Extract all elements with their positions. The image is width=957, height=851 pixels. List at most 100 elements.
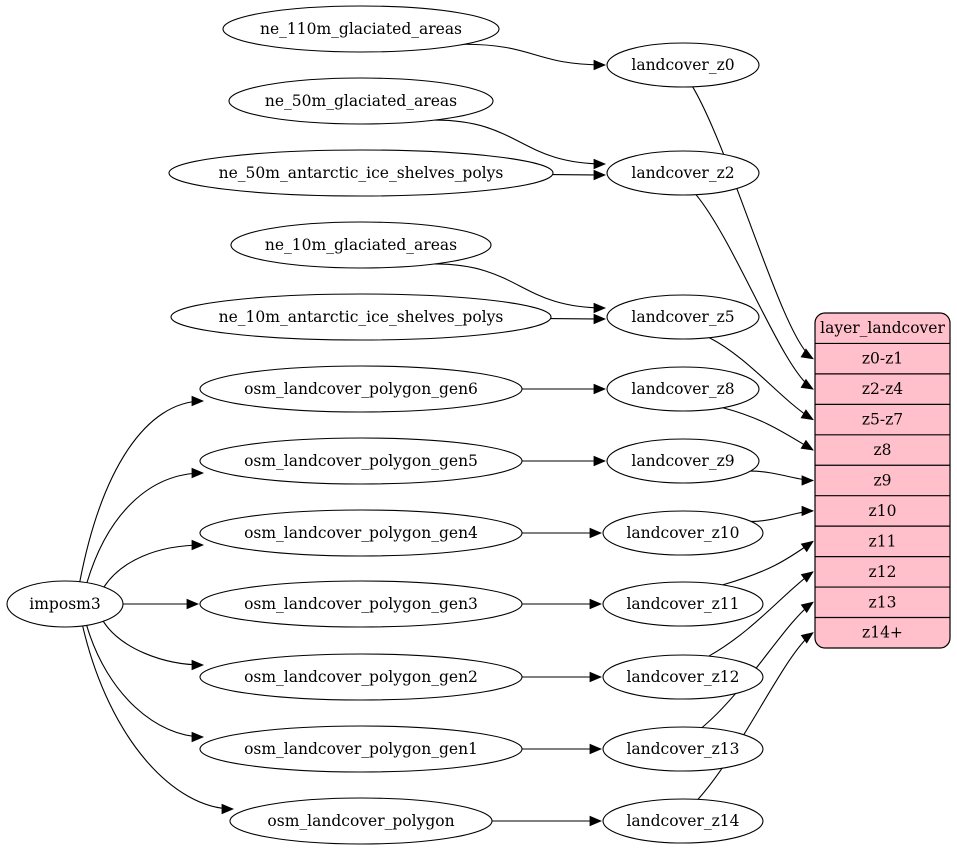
node-shape-landcover_z12 <box>602 654 764 700</box>
edge-ne_110m_glaciated_areas-to-landcover_z0-line <box>464 43 606 66</box>
edge-landcover_z2-to-table-row-z2-z4 <box>695 194 814 390</box>
edge-osm_landcover_polygon_gen3-to-landcover_z11 <box>522 598 603 610</box>
edge-ne_50m_glaciated_areas-to-landcover_z2 <box>434 119 607 170</box>
edge-ne_10m_glaciated_areas-to-landcover_z5 <box>434 263 607 314</box>
edge-imposm3-to-osm_landcover_polygon_gen6 <box>79 395 205 582</box>
node-landcover_z11[interactable]: landcover_z11 <box>602 581 764 627</box>
node-shape-landcover_z9 <box>606 438 760 484</box>
edge-landcover_z13-to-table-row-z13 <box>701 601 814 729</box>
edge-landcover_z13-to-table-row-z13-arrowhead <box>800 601 814 614</box>
edge-landcover_z0-to-table-row-z0-z1 <box>692 86 814 360</box>
node-osm_landcover_polygon_gen1[interactable]: osm_landcover_polygon_gen1 <box>199 725 523 773</box>
edge-ne_10m_glaciated_areas-to-landcover_z5-line <box>434 263 606 309</box>
edge-landcover_z12-to-table-row-z12-line <box>708 571 814 657</box>
edge-landcover_z10-to-table-row-z10 <box>751 505 815 522</box>
edge-imposm3-to-osm_landcover_polygon-arrowhead <box>221 803 235 815</box>
edge-landcover_z5-to-table-row-z5-z7-arrowhead <box>800 409 814 421</box>
node-shape-landcover_z2 <box>606 150 760 196</box>
node-shape-landcover_z8 <box>606 366 760 412</box>
edge-imposm3-to-osm_landcover_polygon_gen4-arrowhead <box>191 539 205 551</box>
edge-landcover_z9-to-table-row-z9 <box>750 470 815 486</box>
edge-landcover_z14-to-table-row-z14+ <box>697 632 814 800</box>
edge-landcover_z12-to-table-row-z12 <box>708 571 814 657</box>
nodes-layer: ne_110m_glaciated_areas ne_50m_glaciated_… <box>6 5 764 845</box>
edge-imposm3-to-osm_landcover_polygon_gen5 <box>86 467 205 583</box>
node-shape-ne_50m_glaciated_areas <box>228 77 494 125</box>
node-shape-osm_landcover_polygon_gen6 <box>199 365 523 413</box>
edge-osm_landcover_polygon_gen1-to-landcover_z13-arrowhead <box>589 743 603 755</box>
edge-imposm3-to-osm_landcover_polygon_gen3 <box>123 598 200 610</box>
node-landcover_z8[interactable]: landcover_z8 <box>606 366 760 412</box>
node-shape-osm_landcover_polygon_gen2 <box>199 653 523 701</box>
edge-landcover_z8-to-table-row-z8-line <box>722 407 814 451</box>
node-ne_10m_glaciated_areas[interactable]: ne_10m_glaciated_areas <box>230 221 492 269</box>
node-landcover_z9[interactable]: landcover_z9 <box>606 438 760 484</box>
edge-osm_landcover_polygon_gen2-to-landcover_z12-arrowhead <box>589 671 603 683</box>
node-landcover_z14[interactable]: landcover_z14 <box>602 798 764 844</box>
node-shape-osm_landcover_polygon <box>229 797 493 845</box>
node-shape-landcover_z13 <box>602 726 764 772</box>
node-ne_50m_antarctic_ice_shelves_polys[interactable]: ne_50m_antarctic_ice_shelves_polys <box>168 149 554 197</box>
node-ne_10m_antarctic_ice_shelves_polys[interactable]: ne_10m_antarctic_ice_shelves_polys <box>170 293 552 341</box>
node-shape-osm_landcover_polygon_gen5 <box>199 437 523 485</box>
edge-imposm3-to-osm_landcover_polygon_gen3-arrowhead <box>186 598 200 610</box>
edge-ne_50m_antarctic_ice_shelves_polys-to-landcover_z2 <box>552 169 607 181</box>
edge-landcover_z2-to-table-row-z2-z4-line <box>695 194 814 390</box>
edge-osm_landcover_polygon-to-landcover_z14 <box>492 815 603 827</box>
edge-osm_landcover_polygon_gen5-to-landcover_z9-arrowhead <box>593 455 607 467</box>
edge-imposm3-to-osm_landcover_polygon_gen1-arrowhead <box>191 731 205 743</box>
edge-imposm3-to-osm_landcover_polygon_gen4-line <box>103 544 204 588</box>
node-ne_50m_glaciated_areas[interactable]: ne_50m_glaciated_areas <box>228 77 494 125</box>
edge-imposm3-to-osm_landcover_polygon_gen2-line <box>102 620 204 666</box>
node-shape-osm_landcover_polygon_gen3 <box>199 580 523 628</box>
edge-landcover_z10-to-table-row-z10-arrowhead <box>801 505 815 517</box>
edge-landcover_z13-to-table-row-z13-line <box>701 601 814 729</box>
node-osm_landcover_polygon_gen6[interactable]: osm_landcover_polygon_gen6 <box>199 365 523 413</box>
edge-landcover_z14-to-table-row-z14+-arrowhead <box>800 632 814 644</box>
edge-osm_landcover_polygon_gen3-to-landcover_z11-arrowhead <box>589 598 603 610</box>
node-osm_landcover_polygon_gen2[interactable]: osm_landcover_polygon_gen2 <box>199 653 523 701</box>
node-shape-landcover_z11 <box>602 581 764 627</box>
node-shape-landcover_z5 <box>606 294 760 340</box>
edge-osm_landcover_polygon_gen4-to-landcover_z10 <box>522 527 603 539</box>
node-imposm3[interactable]: imposm3 <box>6 580 124 628</box>
node-ne_110m_glaciated_areas[interactable]: ne_110m_glaciated_areas <box>222 5 500 53</box>
edge-landcover_z5-to-table-row-z5-z7 <box>708 337 814 421</box>
edge-ne_50m_glaciated_areas-to-landcover_z2-arrowhead <box>593 158 607 170</box>
edge-ne_10m_antarctic_ice_shelves_polys-to-landcover_z5-arrowhead <box>593 313 607 325</box>
node-landcover_z10[interactable]: landcover_z10 <box>602 510 764 556</box>
node-shape-landcover_z0 <box>606 42 760 88</box>
edge-osm_landcover_polygon_gen2-to-landcover_z12 <box>522 671 603 683</box>
edge-imposm3-to-osm_landcover_polygon_gen4 <box>103 539 205 588</box>
node-landcover_z2[interactable]: landcover_z2 <box>606 150 760 196</box>
edge-imposm3-to-osm_landcover_polygon_gen1 <box>86 625 205 743</box>
table-body <box>814 312 951 649</box>
table-layer_landcover[interactable]: layer_landcoverz0-z1z2-z4z5-z7z8z9z10z11… <box>814 312 951 649</box>
edge-imposm3-to-osm_landcover_polygon-line <box>82 625 234 810</box>
node-landcover_z13[interactable]: landcover_z13 <box>602 726 764 772</box>
node-osm_landcover_polygon_gen5[interactable]: osm_landcover_polygon_gen5 <box>199 437 523 485</box>
edge-imposm3-to-osm_landcover_polygon_gen1-line <box>86 625 204 738</box>
edge-imposm3-to-osm_landcover_polygon_gen5-line <box>86 472 204 583</box>
edge-landcover_z14-to-table-row-z14+-line <box>697 632 814 800</box>
edge-imposm3-to-osm_landcover_polygon_gen6-arrowhead <box>191 395 205 407</box>
node-landcover_z12[interactable]: landcover_z12 <box>602 654 764 700</box>
node-osm_landcover_polygon_gen3[interactable]: osm_landcover_polygon_gen3 <box>199 580 523 628</box>
node-shape-landcover_z10 <box>602 510 764 556</box>
edge-osm_landcover_polygon_gen1-to-landcover_z13 <box>521 743 603 755</box>
edge-landcover_z8-to-table-row-z8-arrowhead <box>800 439 814 451</box>
node-osm_landcover_polygon_gen4[interactable]: osm_landcover_polygon_gen4 <box>199 509 523 557</box>
edge-osm_landcover_polygon-to-landcover_z14-arrowhead <box>589 815 603 827</box>
table-layer: layer_landcoverz0-z1z2-z4z5-z7z8z9z10z11… <box>814 312 951 649</box>
edge-landcover_z0-to-table-row-z0-z1-line <box>692 86 814 360</box>
node-landcover_z0[interactable]: landcover_z0 <box>606 42 760 88</box>
node-shape-osm_landcover_polygon_gen1 <box>199 725 523 773</box>
node-landcover_z5[interactable]: landcover_z5 <box>606 294 760 340</box>
edge-osm_landcover_polygon_gen6-to-landcover_z8-arrowhead <box>593 383 607 395</box>
edge-landcover_z11-to-table-row-z11 <box>722 540 814 586</box>
node-osm_landcover_polygon[interactable]: osm_landcover_polygon <box>229 797 493 845</box>
edge-osm_landcover_polygon_gen6-to-landcover_z8 <box>522 383 607 395</box>
edge-ne_110m_glaciated_areas-to-landcover_z0-arrowhead <box>593 59 607 71</box>
edge-ne_50m_antarctic_ice_shelves_polys-to-landcover_z2-arrowhead <box>593 169 607 181</box>
